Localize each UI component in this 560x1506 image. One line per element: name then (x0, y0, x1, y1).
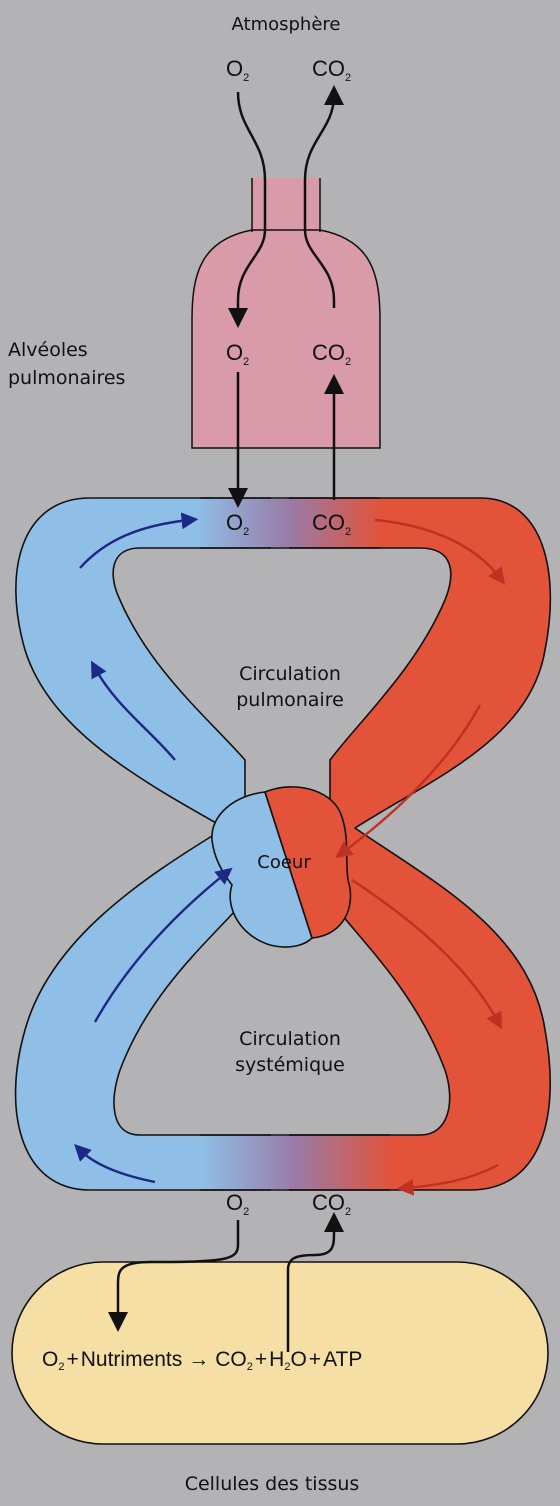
alveoli-o2: O2 (226, 340, 249, 368)
pulmonary-circulation-line2: pulmonaire (236, 689, 344, 711)
atmosphere-label: Atmosphère (232, 14, 341, 35)
atmosphere-co2: CO2 (312, 56, 351, 84)
systemic-co2: CO2 (312, 1190, 351, 1218)
heart-label: Coeur (257, 852, 311, 873)
atmosphere-o2: O2 (226, 56, 249, 84)
circulation-band (14, 497, 552, 1191)
alveoli-co2: CO2 (312, 340, 351, 368)
systemic-o2: O2 (226, 1190, 249, 1218)
tissue-cells (11, 1261, 549, 1445)
heart (211, 786, 352, 948)
alveoles-label-line1: Alvéoles (8, 339, 88, 361)
cell-reaction-equation: O2+Nutriments→CO2+H2O+ATP (42, 1348, 362, 1373)
gas-exchange-arrows (108, 85, 344, 1352)
blood-flow-arrows (74, 512, 506, 1196)
alveoli-sac (191, 178, 381, 449)
systemic-circulation-line1: Circulation (239, 1028, 341, 1050)
alveoles-label-line2: pulmonaires (8, 367, 125, 389)
cells-label: Cellules des tissus (185, 1473, 360, 1495)
pulmonary-circulation-line1: Circulation (239, 663, 341, 685)
pulmonary-o2: O2 (226, 510, 249, 538)
pulmonary-co2: CO2 (312, 510, 351, 538)
systemic-circulation-line2: systémique (235, 1054, 345, 1076)
